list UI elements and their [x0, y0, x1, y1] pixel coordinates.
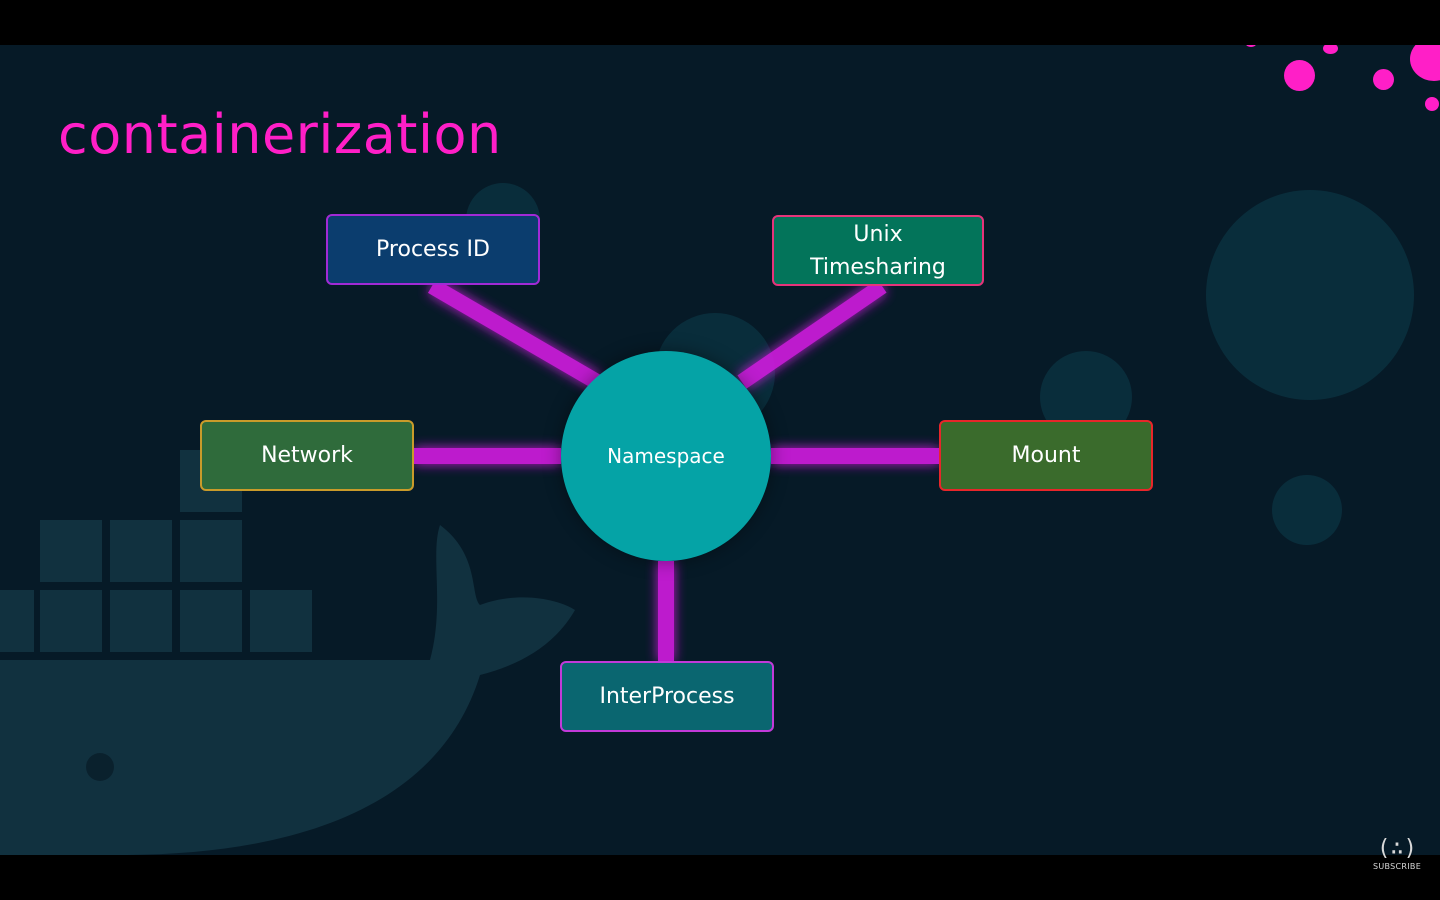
accent-dot	[1323, 45, 1338, 54]
accent-dot	[1373, 69, 1394, 90]
accent-dot	[1425, 97, 1439, 111]
slide-title: containerization	[58, 103, 502, 166]
bg-circle-small	[1272, 475, 1342, 545]
node-process-id: Process ID	[326, 214, 540, 285]
bg-circle-large	[1206, 190, 1414, 400]
node-mount-label: Mount	[1011, 443, 1081, 468]
node-network: Network	[200, 420, 414, 491]
channel-logo[interactable]: (∴) SUBSCRIBE	[1372, 836, 1422, 880]
node-interprocess: InterProcess	[560, 661, 774, 732]
connector-process-id	[427, 279, 602, 389]
whale-watermark-icon	[0, 450, 575, 855]
node-mount: Mount	[939, 420, 1153, 491]
node-interprocess-label: InterProcess	[599, 684, 735, 709]
subscribe-label: SUBSCRIBE	[1372, 862, 1422, 871]
node-unix-timesharing-label-line2: Timesharing	[810, 254, 946, 280]
flame-logo-icon: (∴)	[1377, 836, 1417, 861]
accent-dot	[1246, 45, 1256, 47]
node-process-id-label: Process ID	[376, 237, 490, 262]
namespace-hub-label: Namespace	[607, 444, 725, 468]
namespace-hub: Namespace	[561, 351, 771, 561]
node-unix-timesharing-label-line1: Unix	[853, 221, 903, 247]
accent-dot	[1284, 60, 1315, 91]
node-unix-timesharing: Unix Timesharing	[772, 215, 984, 286]
node-network-label: Network	[261, 443, 353, 468]
connector-unix-timesharing	[737, 279, 887, 389]
